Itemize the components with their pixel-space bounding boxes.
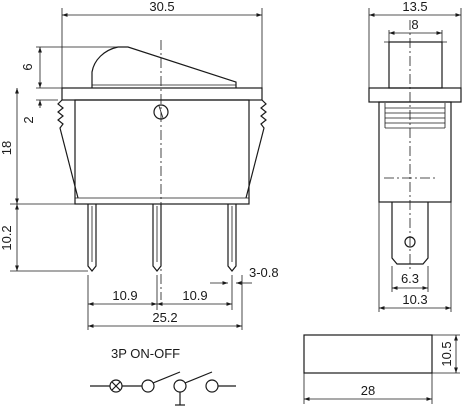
side-view: 13.5 8 6.3 10.3 [368, 0, 462, 312]
terminal-2-icon [173, 379, 187, 393]
side-ribs [384, 103, 446, 129]
dim-pitch-left: 10.9 [112, 288, 137, 303]
terminal-pin-right [227, 204, 237, 272]
side-flange [368, 87, 462, 103]
switch-contact-2 [184, 371, 213, 384]
dim-rocker-width: 8 [411, 17, 418, 32]
dim-rocker-height: 6 [20, 63, 35, 70]
dim-side-body-width: 10.3 [402, 292, 427, 307]
switch-contact-1 [152, 371, 181, 384]
dim-body-height: 18 [0, 141, 14, 155]
terminal-pin-centre [152, 204, 162, 272]
dim-pin-width: 6.3 [401, 271, 419, 286]
dim-pitch-right: 10.9 [182, 288, 207, 303]
left-clip [57, 99, 79, 199]
dim-pin-thickness: 3-0.8 [249, 265, 279, 280]
front-view: 30.5 6 2 18 10.2 10.9 10.9 25.2 3-0.8 [0, 0, 279, 330]
terminal-1-icon [141, 379, 155, 393]
dim-cutout-width: 28 [361, 383, 375, 398]
side-pin [391, 202, 429, 265]
terminal-3-icon [205, 379, 219, 393]
circuit-title: 3P ON-OFF [111, 346, 180, 361]
dim-width: 30.5 [149, 0, 174, 14]
dim-side-width: 13.5 [402, 0, 427, 14]
dim-pin-span: 25.2 [152, 310, 177, 325]
dim-pin-length: 10.2 [0, 225, 14, 250]
rocker-actuator [91, 46, 237, 88]
dim-cutout-height: 10.5 [439, 341, 454, 366]
side-body [378, 101, 452, 203]
switch-body [74, 99, 250, 205]
pin-hole [404, 236, 416, 248]
mounting-flange [61, 87, 263, 101]
side-rocker [388, 41, 443, 89]
circuit-symbol: 3P ON-OFF [90, 346, 236, 406]
cutout-rect [303, 334, 433, 374]
terminal-pin-left [87, 204, 97, 272]
right-clip [245, 99, 267, 199]
dim-flange: 2 [21, 116, 36, 123]
panel-cutout: 28 10.5 [303, 334, 460, 404]
